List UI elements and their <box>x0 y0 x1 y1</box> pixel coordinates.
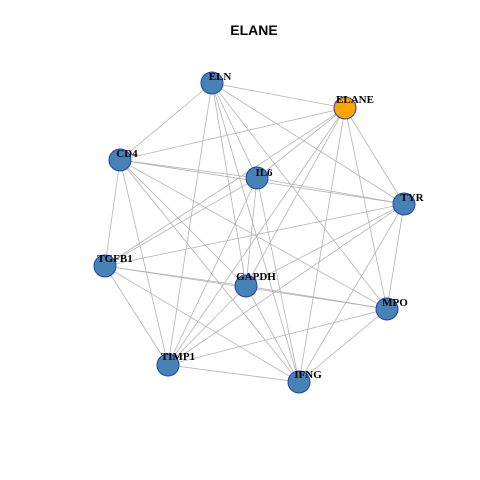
edge-mpo-timp1 <box>167 308 388 366</box>
edge-tyr-ifng <box>298 203 405 383</box>
edge-tgfb1-timp1 <box>104 265 169 366</box>
node-label-tgfb1: TGFB1 <box>97 253 132 265</box>
edge-il6-ifng <box>256 177 300 383</box>
edge-cd4-timp1 <box>119 159 169 366</box>
node-ifng <box>287 370 311 394</box>
edge-tyr-tgfb1 <box>104 203 405 267</box>
edge-cd4-gapdh <box>119 159 247 287</box>
edge-il6-tyr <box>256 177 405 205</box>
edge-tyr-mpo <box>386 203 405 310</box>
node-elane <box>333 96 357 120</box>
node-label-il6: IL6 <box>255 167 273 179</box>
edge-cd4-tgfb1 <box>104 159 121 267</box>
node-tgfb1 <box>93 254 117 278</box>
edge-tyr-timp1 <box>167 203 405 366</box>
edge-il6-gapdh <box>245 177 258 287</box>
edge-gapdh-timp1 <box>167 285 247 366</box>
node-label-tyr: TYR <box>400 192 424 204</box>
edge-elane-mpo <box>344 107 388 310</box>
edge-eln-il6 <box>211 82 258 179</box>
node-label-ifng: IFNG <box>294 369 322 381</box>
edge-cd4-mpo <box>119 159 388 310</box>
edge-mpo-ifng <box>298 308 388 383</box>
edge-cd4-il6 <box>119 159 258 179</box>
edge-tyr-gapdh <box>245 203 405 287</box>
edge-il6-timp1 <box>167 177 258 366</box>
edge-elane-cd4 <box>119 107 346 161</box>
node-layer <box>93 71 416 394</box>
node-timp1 <box>156 353 180 377</box>
edge-elane-il6 <box>256 107 346 179</box>
node-tyr <box>392 192 416 216</box>
node-eln <box>200 71 224 95</box>
node-label-gapdh: GAPDH <box>236 271 276 283</box>
edge-eln-tyr <box>211 82 405 205</box>
edge-eln-ifng <box>211 82 300 383</box>
edge-gapdh-ifng <box>245 285 300 383</box>
edge-elane-tyr <box>344 107 405 205</box>
edge-elane-ifng <box>298 107 346 383</box>
edge-eln-mpo <box>211 82 388 310</box>
node-cd4 <box>108 148 132 172</box>
edge-il6-tgfb1 <box>104 177 258 267</box>
edge-tgfb1-ifng <box>104 265 300 383</box>
edge-elane-gapdh <box>245 107 346 287</box>
edge-elane-tgfb1 <box>104 107 346 267</box>
edge-timp1-ifng <box>167 364 300 383</box>
node-label-elane: ELANE <box>336 94 374 106</box>
node-label-eln: ELN <box>209 71 232 83</box>
edge-layer <box>104 82 405 383</box>
node-il6 <box>245 166 269 190</box>
edge-eln-timp1 <box>167 82 213 366</box>
edge-gapdh-mpo <box>245 285 388 310</box>
node-label-mpo: MPO <box>382 297 408 309</box>
edge-eln-cd4 <box>119 82 213 161</box>
node-gapdh <box>234 274 258 298</box>
edge-eln-elane <box>211 82 346 109</box>
node-label-timp1: TIMP1 <box>161 351 195 363</box>
node-mpo <box>375 297 399 321</box>
edge-cd4-ifng <box>119 159 300 383</box>
node-label-cd4: CD4 <box>116 148 138 160</box>
graph-title: ELANE <box>230 22 277 38</box>
